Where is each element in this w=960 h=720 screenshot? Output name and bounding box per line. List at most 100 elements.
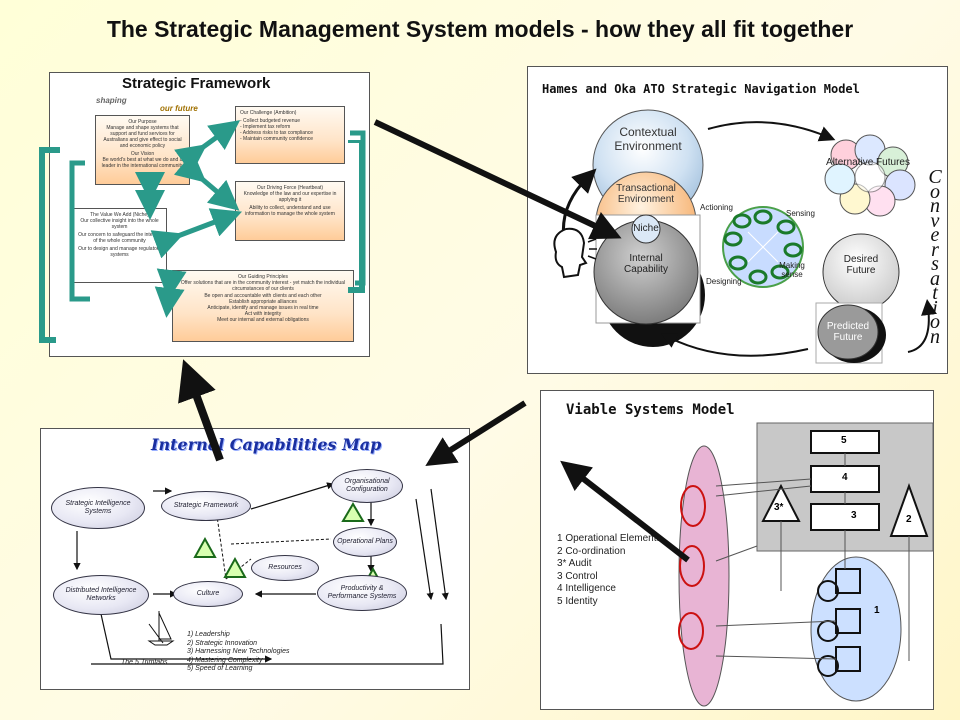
contextual-environment-label: Contextual Environment (614, 125, 682, 153)
conversation-letter: n (930, 195, 940, 217)
arrow-viable-to-capabilities (425, 400, 527, 467)
navigation-model-title: Hames and Oka ATO Strategic Navigation M… (542, 82, 860, 96)
viable-systems-diagram (678, 422, 934, 707)
purpose-body: Manage and shape systems that support an… (103, 125, 182, 149)
capabilities-map-panel: Internal Capabilities Map (40, 428, 470, 690)
challenge-heading: Our Challenge (Ambition) (240, 110, 297, 116)
head-silhouette-icon (553, 227, 597, 279)
our-future-label: our future (160, 104, 198, 113)
system2-number: 2 (906, 514, 912, 525)
arc-top-arrow (707, 121, 836, 142)
conversation-vertical-text: C o n v e r s a t i o n (926, 166, 944, 348)
environment-circle (680, 485, 706, 527)
strategic-framework-panel: Strategic Framework shaping our future O… (49, 72, 370, 357)
culture-node: Culture (173, 581, 243, 607)
conversation-letter: i (932, 296, 938, 319)
navigation-diagram (553, 109, 937, 364)
environment-circle (679, 545, 705, 587)
system1-number: 1 (874, 605, 880, 616)
environment-blob (678, 445, 730, 707)
system4-number: 4 (842, 472, 848, 483)
vsm-legend-item: 2 Co-ordination (557, 545, 626, 557)
operation-circle (817, 655, 839, 677)
arrow-viable-to-navigation (560, 460, 690, 563)
challenge-item: - Implement tax reform (240, 124, 291, 130)
principles-body2: Be open and accountable with clients and… (204, 293, 322, 299)
conversation-letter: o (930, 311, 940, 333)
value-heading: The Value We Add (Niche) (90, 212, 149, 218)
trimtab-item: 3) Harnessing New Technologies (187, 648, 290, 655)
predicted-future-circle (817, 304, 879, 360)
framework-outer-brackets (39, 140, 365, 343)
designing-label: Designing (706, 277, 742, 286)
viable-systems-panel: Viable Systems Model (540, 390, 934, 710)
strategic-framework-title: Strategic Framework (122, 75, 271, 92)
system3star-number: 3* (774, 502, 784, 513)
alternative-futures-cluster (824, 134, 916, 217)
principles-body6: Meet our internal and external obligatio… (217, 317, 309, 323)
connector-arrows (135, 120, 243, 318)
alternative-futures-label: Alternative Futures (826, 157, 910, 168)
predicted-future-label: Predicted Future (826, 321, 870, 343)
shaping-label: shaping (96, 96, 127, 105)
conversation-letter: e (930, 224, 940, 246)
purpose-heading: Our Purpose (128, 119, 157, 125)
strategic-framework-node: Strategic Framework (161, 491, 251, 521)
conversation-letter: C (928, 166, 942, 188)
trimtabs-label: The 5 Trimtabs (121, 659, 168, 666)
environment-circle (678, 612, 704, 650)
navigation-model-panel: Hames and Oka ATO Strategic Navigation M… (527, 66, 948, 374)
trimtab-sailboat-icon (147, 611, 175, 646)
transactional-environment-label: Transactional Environment (616, 183, 676, 205)
distributed-intelligence-networks-node: Distributed Intelligence Networks (53, 575, 149, 615)
teal-bracket-left (69, 160, 90, 302)
niche-label: Niche (633, 223, 659, 234)
trimtab-item: 2) Strategic Innovation (187, 639, 258, 647)
viable-systems-title: Viable Systems Model (566, 402, 735, 418)
map-arrows (73, 482, 449, 663)
vision-heading: Our Vision (130, 151, 155, 157)
system5-number: 5 (841, 435, 847, 446)
value-body2: Our concern to safeguard the interest of… (78, 232, 161, 244)
driving-force-body: Knowledge of the law and our expertise i… (243, 191, 337, 203)
trimtab-item: 5) Speed of Learning (187, 665, 253, 672)
system3-number: 3 (851, 510, 857, 521)
system4-box (810, 465, 880, 493)
conversation-letter: a (930, 267, 940, 290)
operational-plans-node: Operational Plans (333, 527, 397, 557)
principles-box: Our Guiding Principles Offer solutions t… (172, 270, 354, 342)
strategic-intelligence-systems-node: Strategic Intelligence Systems (51, 487, 145, 529)
niche-circle (631, 214, 661, 244)
vision-body: Be world's best at what we do and a lead… (101, 157, 184, 169)
arc-right-arrow (907, 299, 937, 353)
vsm-legend: 1 Operational Elements 2 Co-ordination 3… (557, 533, 662, 608)
vsm-legend-item: 4 Intelligence (557, 583, 616, 594)
challenge-item: - Address risks to tax compliance (240, 130, 314, 136)
vsm-connections (715, 453, 910, 661)
productivity-performance-node: Productivity & Performance Systems (317, 575, 407, 611)
vsm-legend-item: 3* Audit (557, 558, 592, 569)
conversation-letter: o (930, 180, 940, 203)
driving-force-box: Our Driving Force (Heartbeat) Knowledge … (235, 181, 345, 241)
map-outer-loop (91, 623, 444, 665)
internal-capability-label: Internal Capability (624, 253, 668, 275)
sensemaking-loops (723, 209, 803, 285)
arrow-capabilities-to-framework (178, 359, 224, 462)
making-sense-label: Making sense (779, 261, 805, 279)
principles-body3: Establish appropriate alliances (229, 299, 297, 305)
value-body: Our collective insight into the whole sy… (80, 218, 159, 230)
driving-force-body2: Ability to collect, understand and use i… (245, 205, 335, 217)
driving-force-heading: Our Driving Force (Heartbeat) (256, 185, 324, 191)
trimtab-item: 1) Leadership (187, 631, 230, 638)
vsm-legend-item: 5 Identity (557, 595, 598, 607)
actioning-label: Actioning (700, 203, 733, 212)
value-body3: Our to design and manage regulatory syst… (78, 246, 161, 258)
conversation-letter: r (931, 238, 939, 261)
principles-heading: Our Guiding Principles (237, 274, 289, 280)
principles-body: Offer solutions that are in the communit… (180, 280, 346, 292)
trimtab-item: 4) Mastering Complexity (187, 656, 263, 664)
challenge-box: Our Challenge (Ambition) - Collect budge… (235, 106, 345, 164)
organisational-configuration-node: Organisational Configuration (331, 469, 403, 503)
conversation-letter: n (930, 325, 940, 348)
